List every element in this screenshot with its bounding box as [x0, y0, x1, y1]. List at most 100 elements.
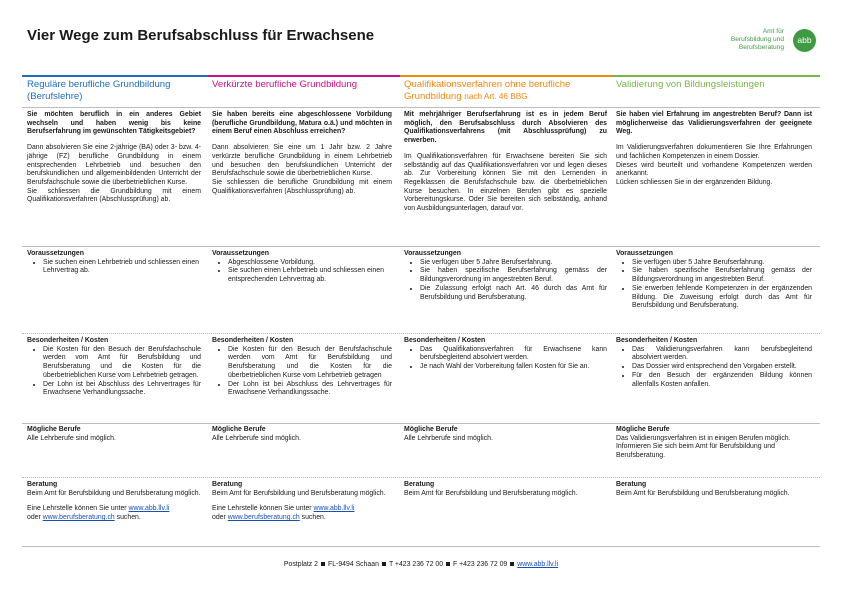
list-item: Sie haben spezifische Berufserfahrung ge…	[632, 267, 812, 284]
logo-line-2: Berufsbildung und	[730, 36, 784, 43]
column-1-berufe: Mögliche Berufe Alle Lehrberufe sind mög…	[27, 426, 201, 443]
intro-question: Sie haben bereits eine abgeschlossene Vo…	[212, 111, 392, 136]
column-1-heading: Reguläre berufliche Grundbildung (Berufs…	[27, 79, 203, 102]
intro-question: Sie haben viel Erfahrung im angestrebten…	[616, 111, 812, 136]
berufe-text: Alle Lehrberufe sind möglich.	[404, 434, 493, 442]
column-1-besonderheiten: Besonderheiten / Kosten Die Kosten für d…	[27, 337, 201, 398]
intro-question: Sie möchten beruflich in ein anderes Geb…	[27, 111, 201, 136]
section-title: Voraussetzungen	[404, 250, 461, 257]
column-2-intro: Sie haben bereits eine abgeschlossene Vo…	[212, 111, 392, 196]
column-4-beratung: Beratung Beim Amt für Berufsbildung und …	[616, 481, 812, 498]
beratung-text: Beim Amt für Berufsbildung und Berufsber…	[27, 489, 201, 497]
column-4-intro: Sie haben viel Erfahrung im angestrebten…	[616, 111, 812, 188]
page-title: Vier Wege zum Berufsabschluss für Erwach…	[27, 27, 375, 44]
column-3-intro: Mit mehrjähriger Berufserfahrung ist es …	[404, 111, 607, 214]
suchen-text: suchen.	[301, 514, 326, 522]
list-item: Die Zulassung erfolgt nach Art. 46 durch…	[420, 285, 607, 302]
lehrstelle-text: Eine Lehrstelle können Sie unter www.abb…	[27, 505, 201, 522]
column-2-besonderheiten: Besonderheiten / Kosten Die Kosten für d…	[212, 337, 392, 398]
section-title: Mögliche Berufe	[27, 426, 81, 433]
beratung-text: Beim Amt für Berufsbildung und Berufsber…	[212, 489, 386, 497]
row-divider	[22, 333, 820, 334]
list-item: Das Qualifikationsverfahren für Erwachse…	[420, 346, 607, 363]
list-item: Sie haben spezifische Berufserfahrung ge…	[420, 267, 607, 284]
heading-text: Qualifikationsverfahren ohne berufliche …	[404, 79, 571, 102]
section-title: Mögliche Berufe	[616, 426, 670, 433]
column-2-berufe: Mögliche Berufe Alle Lehrberufe sind mög…	[212, 426, 392, 443]
section-title: Voraussetzungen	[212, 250, 269, 257]
list-item: Der Lohn ist bei Abschluss des Lehrvertr…	[43, 381, 201, 398]
berufsberatung-link[interactable]: www.berufsberatung.ch	[42, 514, 115, 522]
row-divider	[22, 423, 820, 424]
section-title: Beratung	[212, 481, 243, 488]
beratung-text: Beim Amt für Berufsbildung und Berufsber…	[404, 489, 578, 497]
column-3-besonderheiten: Besonderheiten / Kosten Das Qualifikatio…	[404, 337, 607, 372]
row-divider	[22, 246, 820, 247]
section-title: Beratung	[616, 481, 647, 488]
list-item: Für den Besuch der ergänzenden Bildung k…	[632, 372, 812, 389]
section-title: Besonderheiten / Kosten	[404, 337, 486, 344]
berufe-text: Alle Lehrberufe sind möglich.	[27, 434, 116, 442]
intro-text: Dann absolvieren Sie eine 2-jährige (BA)…	[27, 144, 201, 186]
intro-question: Mit mehrjähriger Berufserfahrung ist es …	[404, 111, 607, 145]
list-item: Das Validierungsverfahren kann berufsbeg…	[632, 346, 812, 363]
list-item: Abgeschlossene Vorbildung.	[228, 259, 392, 268]
logo-text: Amt für Berufsbildung und Berufsberatung	[731, 28, 784, 52]
column-4-color-bar	[612, 75, 820, 77]
column-2-color-bar	[208, 75, 400, 77]
column-3-heading: Qualifikationsverfahren ohne berufliche …	[404, 79, 609, 102]
section-title: Beratung	[27, 481, 58, 488]
lehrstelle-text: Eine Lehrstelle können Sie unter www.abb…	[212, 505, 392, 522]
footer-fax: F +423 236 72 09	[453, 561, 508, 568]
row-divider	[22, 546, 820, 547]
lehrstelle-prefix: Eine Lehrstelle können Sie unter	[27, 505, 127, 513]
berufe-text: Informieren Sie sich beim Amt für Berufs…	[616, 443, 775, 460]
separator-icon	[510, 561, 515, 566]
column-1-beratung: Beratung Beim Amt für Berufsbildung und …	[27, 481, 201, 523]
footer-website-link[interactable]: www.abb.llv.li	[517, 561, 559, 568]
heading-text: Verkürzte berufliche Grundbildung	[212, 79, 358, 90]
intro-text: Im Qualifikationsverfahren für Erwachsen…	[404, 152, 607, 213]
footer-phone: T +423 236 72 00	[388, 561, 444, 568]
section-title: Besonderheiten / Kosten	[616, 337, 698, 344]
heading-text: Validierung von Bildungsleistungen	[616, 79, 765, 90]
list-item: Sie suchen einen Lehrbetrieb und schlies…	[43, 259, 201, 276]
page-footer: Postplatz 2 FL-9494 Schaan T +423 236 72 0…	[0, 561, 842, 568]
list-item: Sie erwerben fehlende Kompetenzen in der…	[632, 285, 812, 311]
separator-icon	[381, 561, 386, 566]
column-3-voraussetzungen: Voraussetzungen Sie verfügen über 5 Jahr…	[404, 250, 607, 302]
section-title: Voraussetzungen	[27, 250, 84, 257]
heading-text: Reguläre berufliche Grundbildung (Berufs…	[27, 79, 171, 102]
berufsberatung-link[interactable]: www.berufsberatung.ch	[227, 514, 300, 522]
section-title: Besonderheiten / Kosten	[212, 337, 294, 344]
suchen-text: suchen.	[116, 514, 141, 522]
logo-line-3: Berufsberatung	[738, 44, 784, 51]
row-divider	[22, 107, 820, 108]
list-item: Sie verfügen über 5 Jahre Berufserfahrun…	[420, 259, 607, 268]
column-2-beratung: Beratung Beim Amt für Berufsbildung und …	[212, 481, 392, 523]
abb-website-link[interactable]: www.abb.llv.li	[313, 505, 355, 513]
separator-icon	[446, 561, 451, 566]
footer-postal: FL-9494 Schaan	[327, 561, 379, 568]
column-4-besonderheiten: Besonderheiten / Kosten Das Validierungs…	[616, 337, 812, 389]
list-item: Das Dossier wird entsprechend den Vorgab…	[632, 363, 812, 372]
column-4-voraussetzungen: Voraussetzungen Sie verfügen über 5 Jahr…	[616, 250, 812, 311]
footer-address: Postplatz 2	[283, 561, 318, 568]
berufe-text: Das Validierungsverfahren ist in einigen…	[616, 434, 791, 442]
column-3-berufe: Mögliche Berufe Alle Lehrberufe sind mög…	[404, 426, 607, 443]
column-3-beratung: Beratung Beim Amt für Berufsbildung und …	[404, 481, 607, 498]
column-1-color-bar	[22, 75, 208, 77]
section-title: Mögliche Berufe	[212, 426, 266, 433]
intro-text: Dieses wird beurteilt und vorhandene Kom…	[616, 161, 812, 178]
list-item: Der Lohn ist bei Abschluss des Lehrvertr…	[228, 381, 392, 398]
intro-text: Sie schliessen die berufliche Grundbildu…	[212, 178, 392, 195]
section-title: Beratung	[404, 481, 435, 488]
abb-website-link[interactable]: www.abb.llv.li	[128, 505, 170, 513]
column-3-color-bar	[400, 75, 612, 77]
list-item: Sie verfügen über 5 Jahre Berufserfahrun…	[632, 259, 812, 268]
heading-suffix: nach Art. 46 BBG	[464, 91, 528, 101]
abb-logo-icon: abb	[793, 29, 816, 52]
column-1-intro: Sie möchten beruflich in ein anderes Geb…	[27, 111, 201, 205]
section-title: Besonderheiten / Kosten	[27, 337, 109, 344]
column-1-voraussetzungen: Voraussetzungen Sie suchen einen Lehrbet…	[27, 250, 201, 276]
